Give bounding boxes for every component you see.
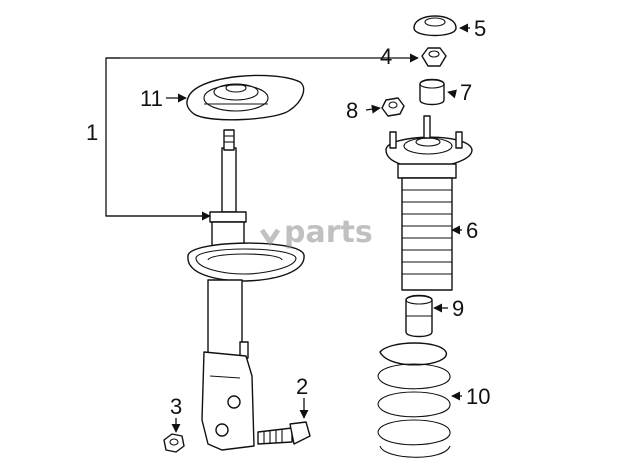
callout-4: 4 — [380, 44, 392, 69]
flange-nut — [381, 97, 405, 117]
mounting-nut — [163, 433, 185, 453]
leader-8 — [365, 104, 381, 114]
callout-5: 5 — [474, 16, 486, 41]
leader-1 — [105, 57, 210, 217]
callout-11: 11 — [140, 86, 163, 111]
upper-bumper-cap — [413, 15, 457, 37]
watermark-text: parts — [284, 215, 373, 250]
coil-spring — [377, 342, 451, 458]
callout-6: 6 — [466, 218, 478, 243]
mounting-bolt — [257, 421, 311, 445]
top-nut — [421, 47, 447, 67]
callout-3: 3 — [170, 394, 182, 419]
callout-10: 10 — [466, 384, 490, 409]
watermark-logo: parts — [259, 215, 373, 250]
upper-spacer — [419, 78, 445, 106]
callout-9: 9 — [452, 296, 464, 321]
dust-boot-with-mount — [385, 115, 473, 291]
callout-1: 1 — [86, 120, 98, 145]
bump-stop — [405, 294, 433, 338]
strut-assembly — [187, 129, 305, 451]
strut-mount-insulator — [186, 74, 305, 121]
callout-7: 7 — [460, 80, 472, 105]
callout-2: 2 — [296, 374, 308, 399]
callout-8: 8 — [346, 98, 358, 123]
leader-7 — [447, 89, 458, 99]
